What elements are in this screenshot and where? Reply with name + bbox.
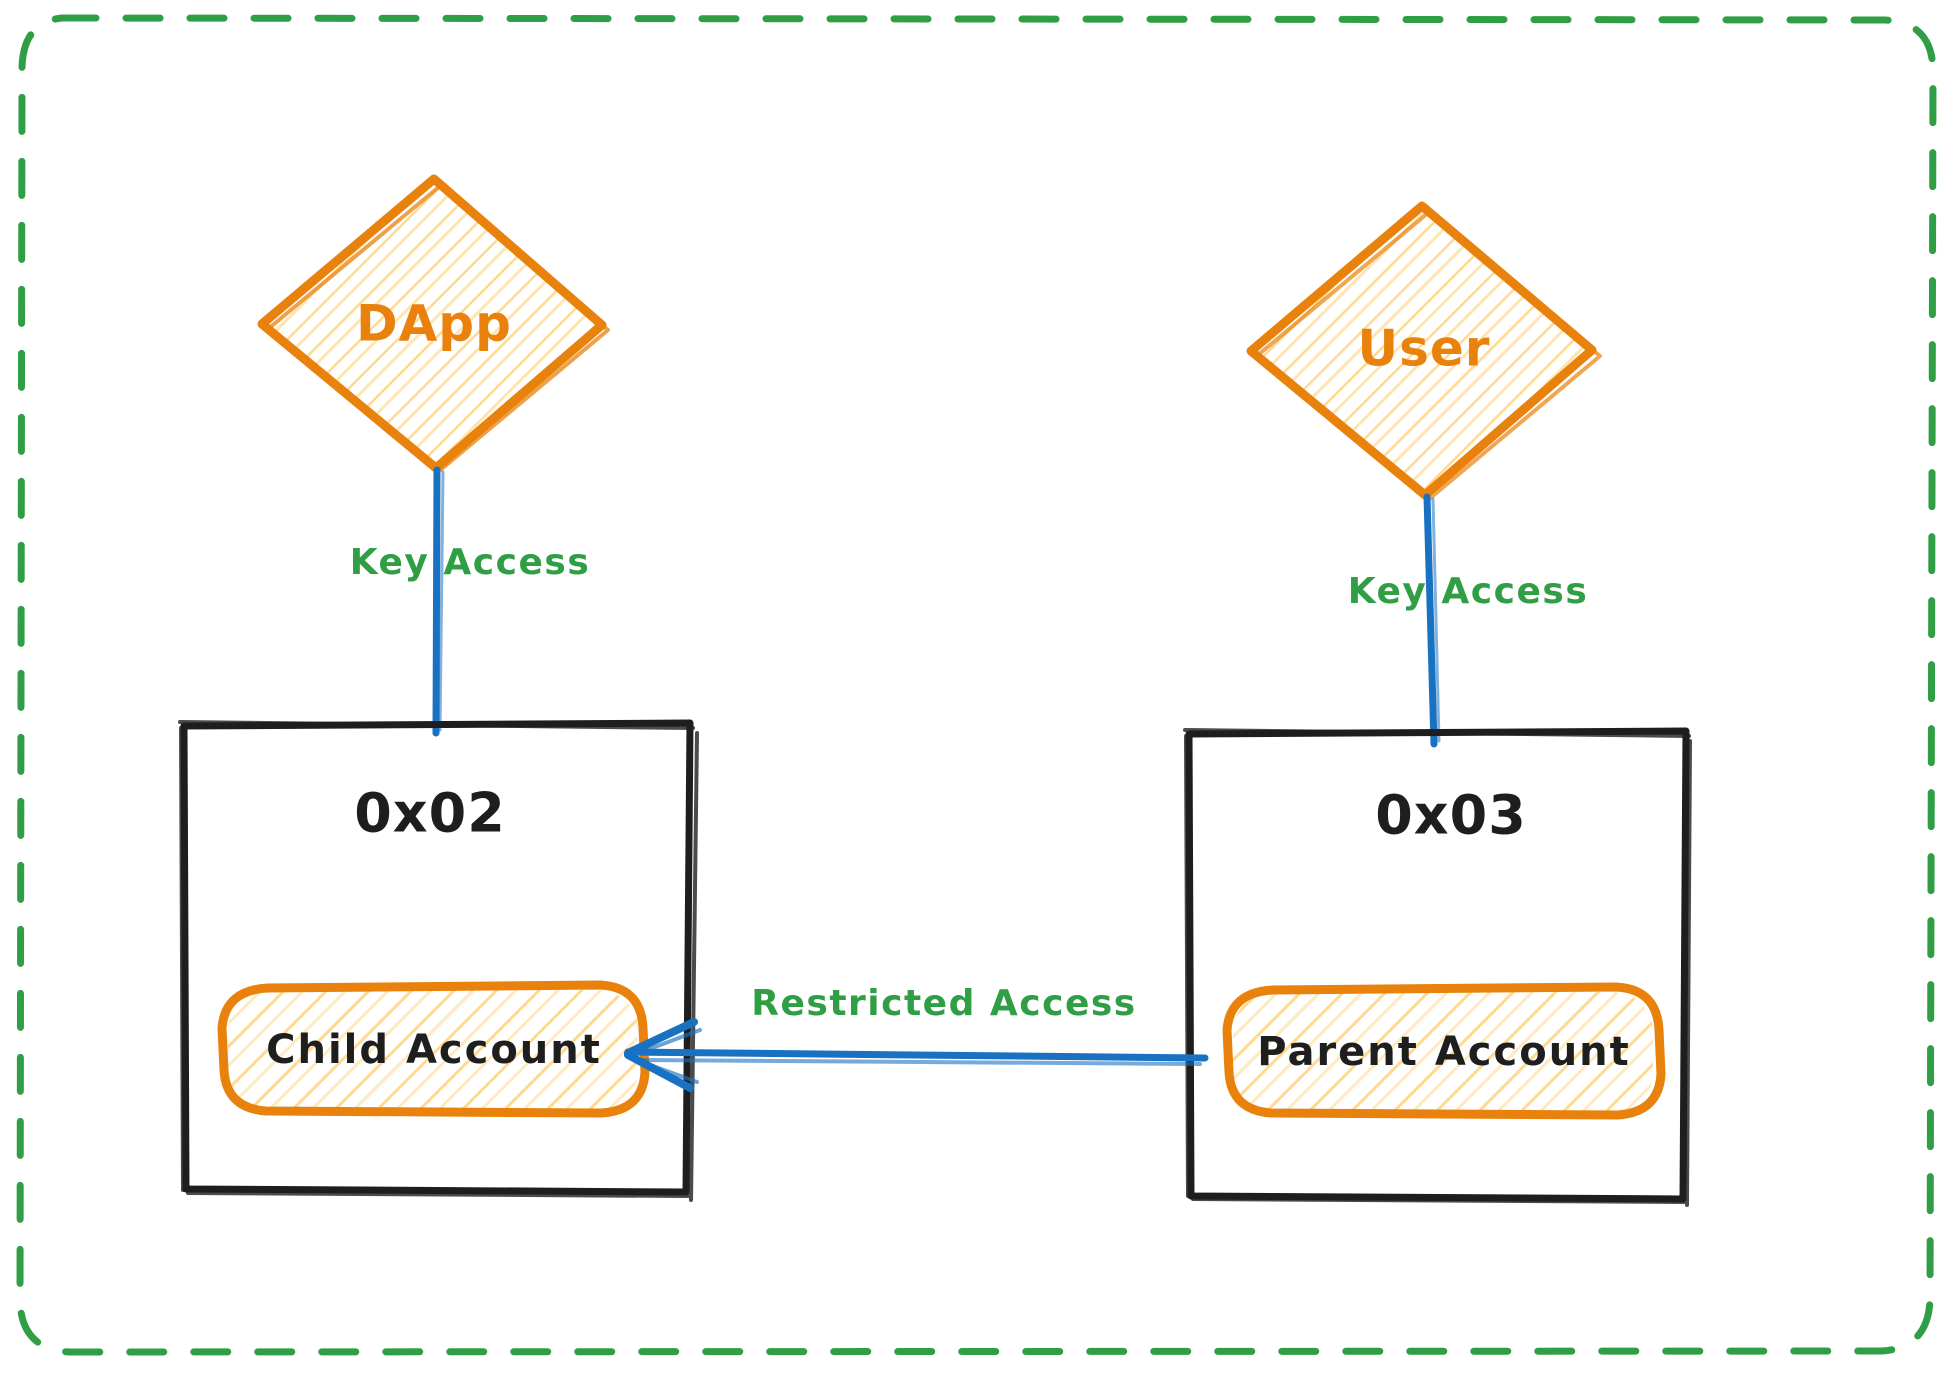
arrowhead-icon	[624, 1018, 702, 1092]
node-parent-account-label: Parent Account	[1257, 1029, 1631, 1075]
node-account-0x03[interactable]: 0x03	[1183, 727, 1692, 1207]
node-parent-account[interactable]: Parent Account	[1222, 982, 1666, 1120]
node-child-account-label: Child Account	[266, 1027, 602, 1073]
edge-label-restricted-access: Restricted Access	[751, 983, 1136, 1024]
node-account-0x02-label: 0x02	[354, 782, 506, 845]
node-user[interactable]: User	[1246, 201, 1602, 502]
node-account-0x03-label: 0x03	[1375, 784, 1527, 847]
edge-parent-to-child[interactable]	[624, 1018, 1209, 1092]
edge-label-key-access-dapp: Key Access	[350, 542, 591, 583]
node-account-0x02[interactable]: 0x02	[178, 719, 699, 1202]
node-dapp[interactable]: DApp	[257, 174, 610, 474]
edge-dapp-to-0x02[interactable]	[432, 466, 445, 737]
node-dapp-label: DApp	[356, 295, 512, 353]
node-user-label: User	[1358, 320, 1491, 378]
edge-label-key-access-user: Key Access	[1348, 571, 1589, 612]
node-child-account[interactable]: Child Account	[217, 980, 650, 1118]
outer-dashed-container	[16, 14, 1937, 1356]
edge-user-to-0x03[interactable]	[1423, 493, 1441, 748]
